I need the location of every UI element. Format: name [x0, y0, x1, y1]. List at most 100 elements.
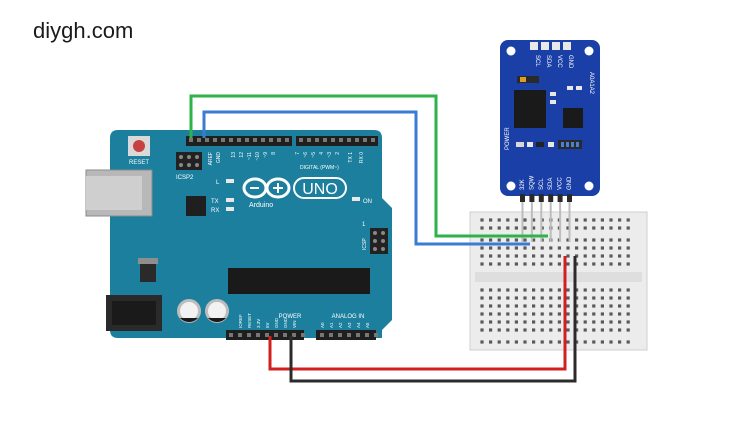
breadboard-hole [523, 262, 527, 266]
breadboard-hole [566, 312, 570, 316]
breadboard-hole [489, 340, 493, 344]
header-pin [253, 138, 257, 142]
breadboard-hole [592, 218, 596, 222]
breadboard-hole [523, 246, 527, 250]
breadboard-hole [626, 218, 630, 222]
breadboard-hole [609, 226, 613, 230]
rtc-pin-header [567, 194, 572, 202]
header-pin [329, 333, 333, 337]
header-pin [283, 333, 287, 337]
breadboard-hole [489, 246, 493, 250]
breadboard-hole [592, 238, 596, 242]
rtc-top-pin-label: VCC [556, 55, 562, 68]
breadboard-hole [626, 312, 630, 316]
breadboard-hole [592, 288, 596, 292]
rtc-pin-header [538, 194, 544, 202]
capacitor-2 [205, 299, 229, 323]
header-pin [238, 333, 242, 337]
analog-in-label: ANALOG IN [332, 314, 365, 320]
breadboard-hole [575, 340, 579, 344]
header-pin [261, 138, 265, 142]
top-pin-label: ~9 [263, 152, 269, 158]
breadboard-hole [480, 340, 484, 344]
rtc-pin-header [557, 194, 563, 202]
breadboard-hole [506, 304, 510, 308]
header-pin [292, 333, 296, 337]
analog-pin-label: A0 [320, 322, 325, 328]
breadboard-hole [609, 312, 613, 316]
analog-header [316, 330, 376, 340]
top-pin-label: 2 [335, 152, 341, 155]
rtc-pin-leg [549, 202, 552, 242]
breadboard-hole [557, 288, 561, 292]
breadboard-hole [532, 328, 536, 332]
header-pin [307, 138, 311, 142]
icsp-pin1-label: 1 [362, 222, 366, 228]
top-pin-label: TX 1 [348, 152, 354, 163]
breadboard-hole [566, 246, 570, 250]
breadboard-hole [506, 340, 510, 344]
breadboard-hole [497, 312, 501, 316]
breadboard-hole [626, 238, 630, 242]
breadboard-hole [523, 320, 527, 324]
breadboard-hole [497, 288, 501, 292]
top-pin-label: ~10 [255, 152, 261, 161]
digital-label: DIGITAL (PWM~) [300, 165, 339, 171]
breadboard-hole [583, 254, 587, 258]
top-pin-label: ~11 [247, 152, 253, 160]
breadboard-hole [575, 262, 579, 266]
breadboard-hole [609, 320, 613, 324]
breadboard [469, 211, 648, 351]
breadboard-hole [549, 320, 553, 324]
breadboard-hole [549, 262, 553, 266]
breadboard-hole [514, 312, 518, 316]
breadboard-hole [618, 218, 622, 222]
breadboard-hole [575, 238, 579, 242]
breadboard-hole [523, 238, 527, 242]
rx-label: RX [211, 208, 219, 214]
rtc-bottom-pins [520, 194, 572, 242]
aref-label: AREF [208, 152, 214, 165]
reset-label: RESET [129, 160, 149, 166]
breadboard-hole [618, 296, 622, 300]
header-pin [205, 138, 209, 142]
breadboard-hole [618, 288, 622, 292]
breadboard-hole [592, 296, 596, 300]
analog-pin-label: A5 [365, 322, 370, 328]
breadboard-hole [575, 246, 579, 250]
breadboard-hole [566, 296, 570, 300]
breadboard-hole [626, 328, 630, 332]
breadboard-hole [618, 254, 622, 258]
breadboard-hole [523, 218, 527, 222]
breadboard-hole [489, 304, 493, 308]
breadboard-hole [480, 238, 484, 242]
breadboard-hole [523, 328, 527, 332]
digital-header-right [296, 136, 378, 146]
header-pin [265, 333, 269, 337]
breadboard-hole [557, 328, 561, 332]
breadboard-hole [549, 328, 553, 332]
breadboard-hole [618, 312, 622, 316]
header-pin [338, 333, 342, 337]
breadboard-hole [557, 304, 561, 308]
header-pin [197, 138, 201, 142]
breadboard-hole [480, 328, 484, 332]
header-pin [339, 138, 343, 142]
breadboard-hole [609, 262, 613, 266]
rtc-bottom-pin-label: SCL [539, 178, 545, 190]
breadboard-hole [566, 288, 570, 292]
breadboard-hole [575, 288, 579, 292]
power-pin-label: 3.3V [256, 319, 261, 328]
header-pin [347, 138, 351, 142]
rtc-address-label: A0A1A2 [588, 72, 594, 95]
breadboard-hole [618, 246, 622, 250]
header-pin [256, 333, 260, 337]
rx-led [226, 207, 234, 211]
breadboard-hole [497, 218, 501, 222]
breadboard-hole [480, 304, 484, 308]
top-pin-label: ~5 [311, 152, 317, 158]
breadboard-hole [618, 320, 622, 324]
breadboard-hole [592, 312, 596, 316]
